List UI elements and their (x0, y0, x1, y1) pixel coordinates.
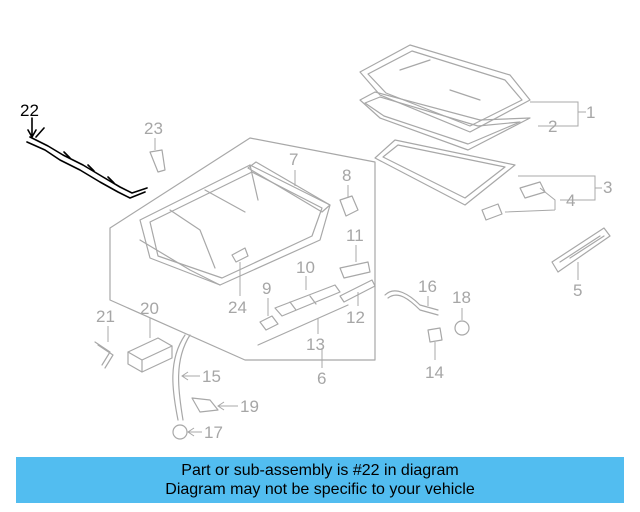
part-7-deflector (247, 161, 331, 213)
label-23: 23 (144, 119, 163, 138)
banner-line-2: Diagram may not be specific to your vehi… (165, 481, 475, 498)
label-21: 21 (96, 307, 115, 326)
label-17: 17 (204, 423, 223, 442)
label-10: 10 (296, 258, 315, 277)
part-3-sunshade (374, 139, 516, 206)
part-23-bracket (149, 149, 166, 173)
part-14-grommet (427, 327, 443, 343)
label-9: 9 (262, 279, 271, 298)
part-4-clip-lower (481, 203, 503, 221)
part-8-bracket (339, 195, 359, 217)
label-16: 16 (418, 277, 437, 296)
label-4: 4 (566, 191, 575, 210)
label-12: 12 (346, 308, 365, 327)
part-22-leader (27, 117, 37, 138)
part-11-link (339, 261, 371, 279)
part-9-bracket (259, 315, 279, 331)
label-19: 19 (240, 397, 259, 416)
parts-diagram: 22 23 1 2 3 4 5 6 (20, 44, 612, 442)
label-15: 15 (202, 367, 221, 386)
label-22: 22 (20, 101, 39, 120)
label-2: 2 (548, 117, 557, 136)
label-20: 20 (140, 299, 159, 318)
part-17-valve (172, 424, 188, 440)
part-13-cable (257, 304, 349, 346)
label-11: 11 (346, 226, 364, 245)
part-2-glass-seal (359, 91, 531, 151)
part-18-clamp (454, 320, 470, 336)
label-8: 8 (342, 166, 351, 185)
part-12-rail (339, 279, 376, 303)
part-4-clip-upper (519, 181, 546, 199)
label-13: 13 (306, 335, 325, 354)
info-banner: Part or sub-assembly is #22 in diagram D… (16, 457, 624, 503)
part-6-frame-assembly (109, 137, 376, 361)
part-5-rail (551, 227, 611, 273)
label-6: 6 (317, 369, 326, 388)
label-3: 3 (603, 178, 612, 197)
part-10-guide-rail (274, 284, 341, 317)
part-20-motor (127, 337, 173, 373)
label-24: 24 (228, 298, 247, 317)
part-24-clip (231, 247, 249, 263)
part-21-hose (94, 341, 114, 369)
banner-line-1: Part or sub-assembly is #22 in diagram (181, 462, 459, 479)
part-19-clip (191, 397, 219, 413)
label-1: 1 (586, 103, 595, 122)
label-14: 14 (425, 363, 444, 382)
label-7: 7 (289, 150, 298, 169)
label-18: 18 (452, 288, 471, 307)
part-1-glass-panel (359, 44, 531, 133)
label-5: 5 (573, 281, 582, 300)
part-15-drain-hose (172, 334, 186, 421)
part-16-hose (384, 290, 439, 311)
part-22-drain-hose[interactable] (26, 127, 148, 199)
